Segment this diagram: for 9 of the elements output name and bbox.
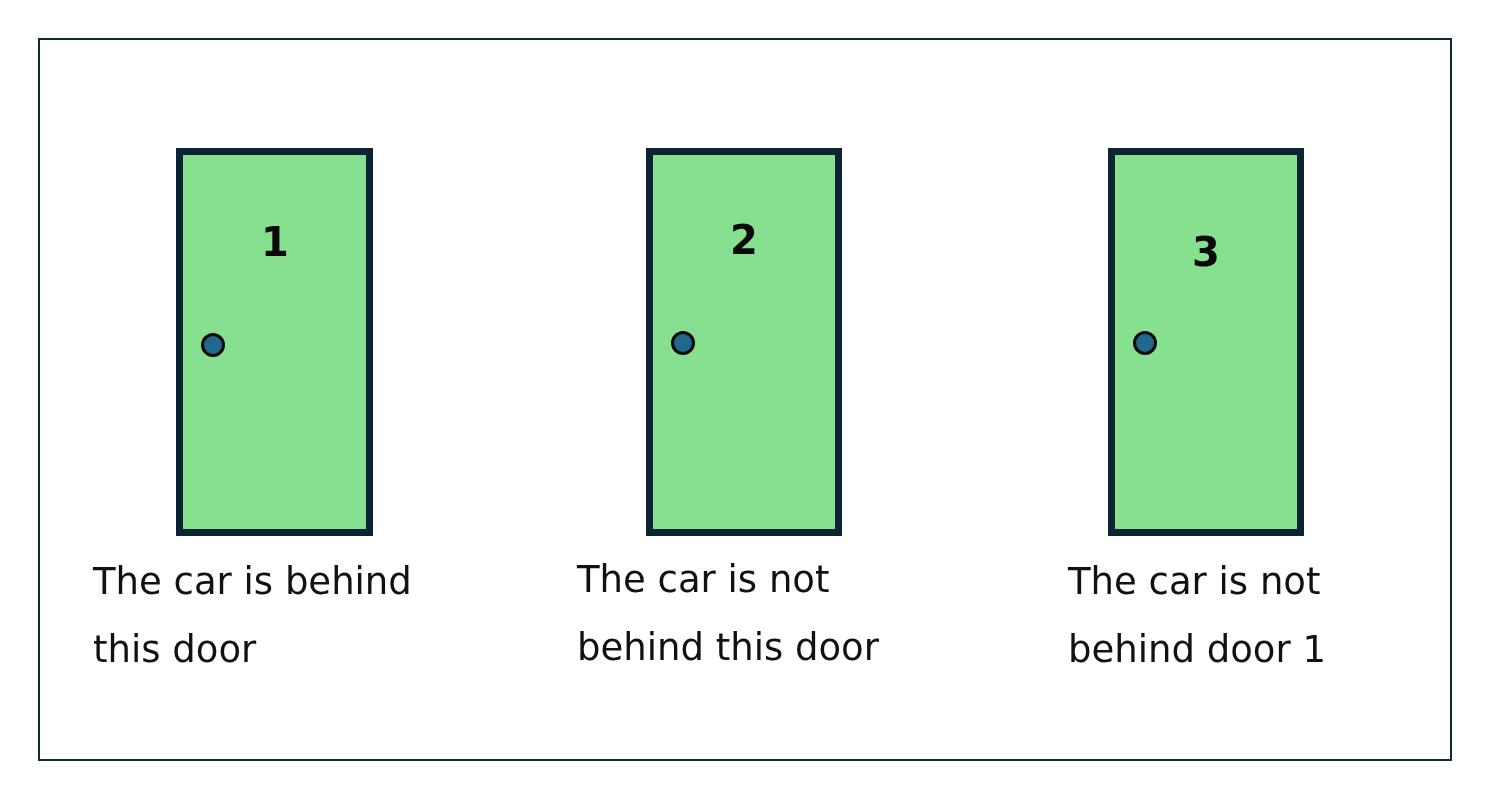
door-number: 2: [730, 219, 758, 261]
door-caption: The car is not behind door 1: [1068, 559, 1327, 673]
door-caption: The car is behind this door: [93, 559, 413, 673]
door: [176, 148, 373, 536]
door-caption: The car is not behind this door: [577, 557, 880, 671]
door-number: 3: [1192, 231, 1220, 273]
door: [646, 148, 842, 536]
door-number: 1: [261, 221, 289, 263]
door: [1108, 148, 1304, 536]
